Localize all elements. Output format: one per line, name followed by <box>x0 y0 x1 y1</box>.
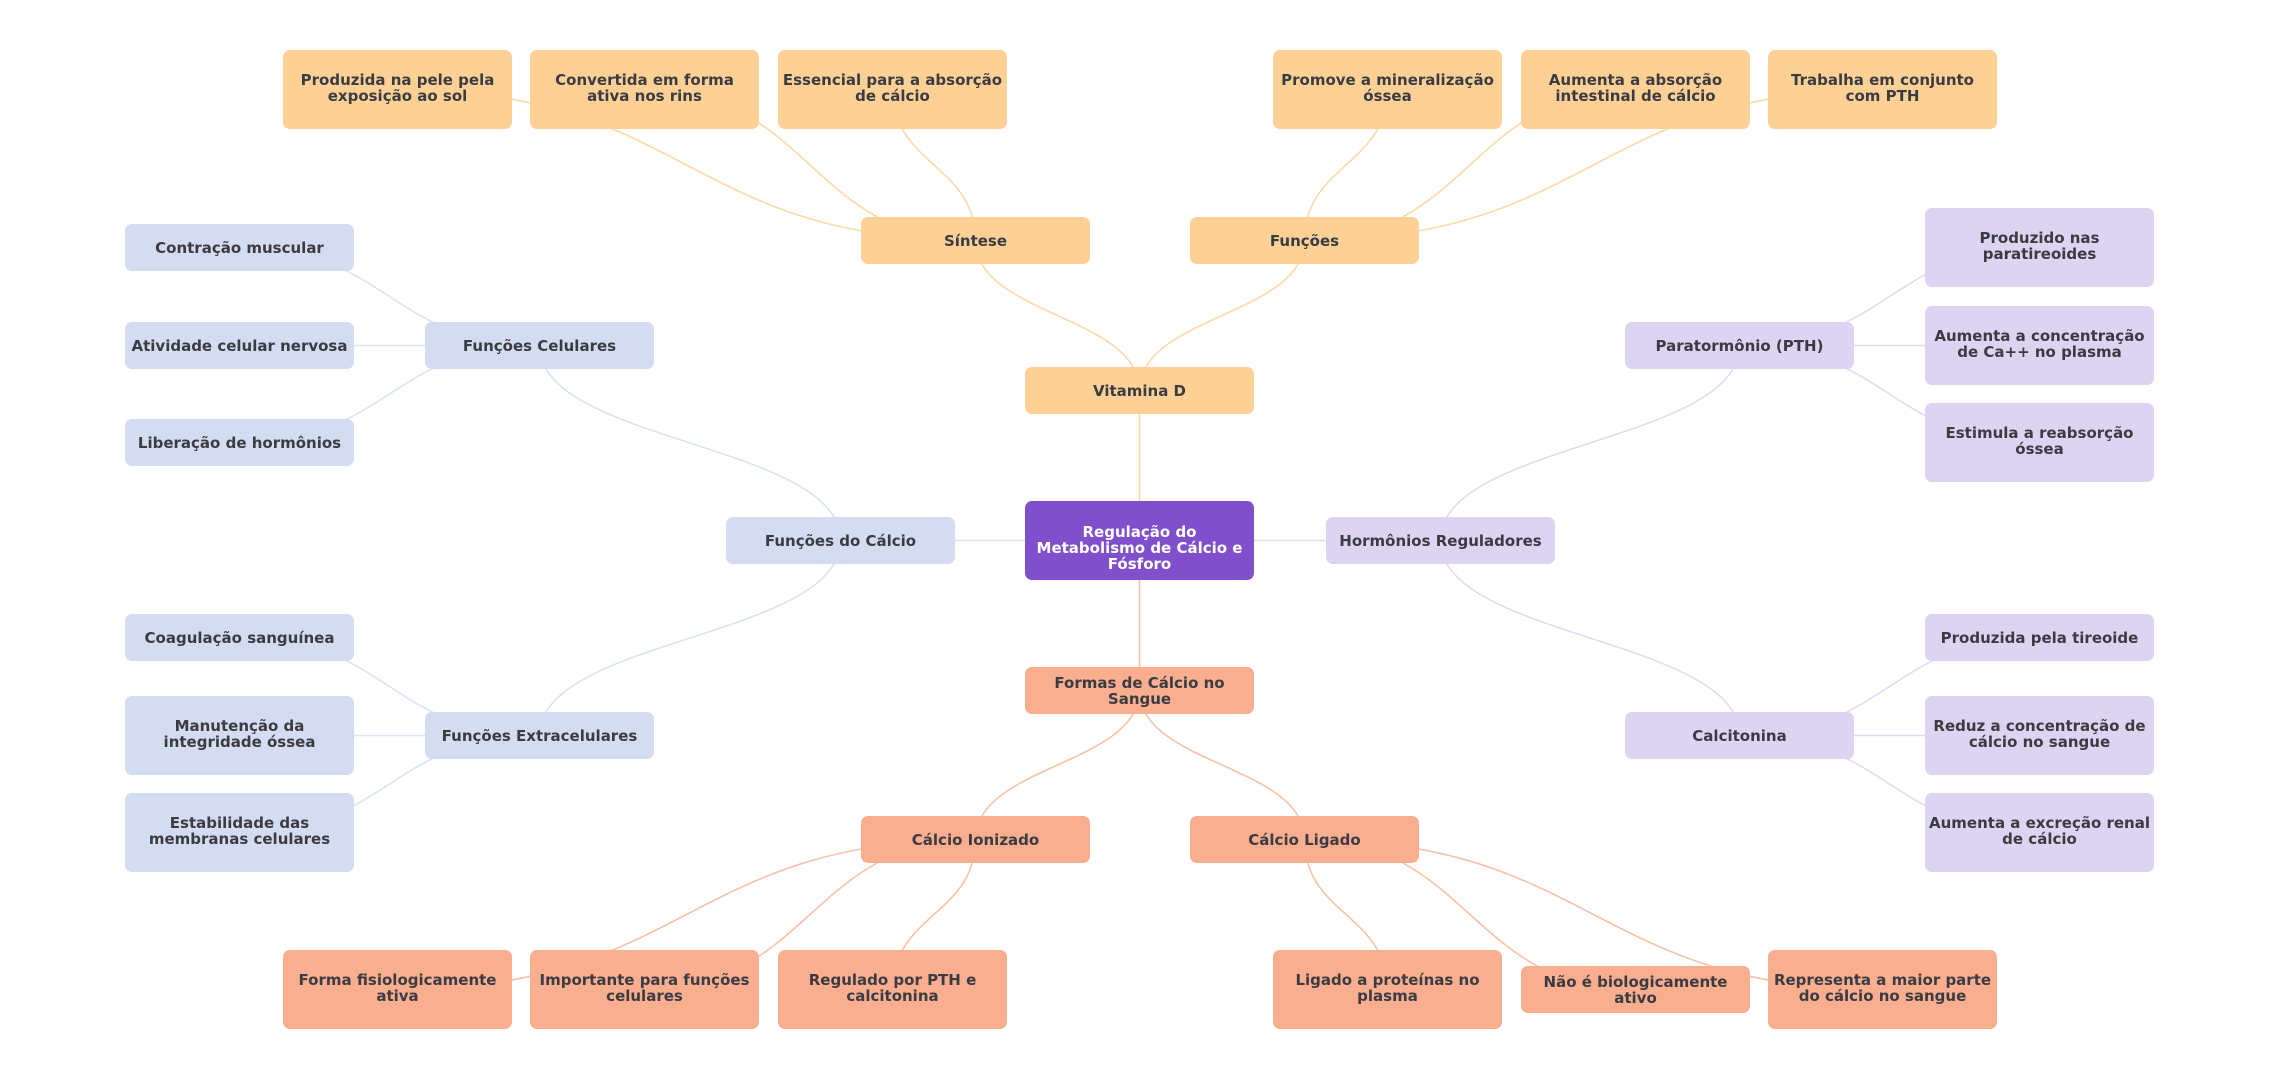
node-sintese-convertida-rins[interactable]: Convertida em forma ativa nos rins <box>530 50 759 129</box>
node-label: Aumenta a concentração de Ca++ no plasma <box>1934 327 2145 361</box>
node-calcitonina-excrecao[interactable]: Aumenta a excreção renal de cálcio <box>1925 793 2154 872</box>
node-label: Cálcio Ionizado <box>911 830 1040 849</box>
node-ionizado-funcoes[interactable]: Importante para funções celulares <box>530 950 759 1029</box>
node-ionizado-regulado[interactable]: Regulado por PTH e calcitonina <box>778 950 1007 1029</box>
node-label: Funções Extracelulares <box>441 726 638 745</box>
node-formas-calcio-sangue[interactable]: Formas de Cálcio no Sangue <box>1025 667 1254 714</box>
node-label: Essencial para a absorção de cálcio <box>782 71 1003 105</box>
connector-vitamina_d-funcoes <box>1138 240 1306 391</box>
node-paratormonio[interactable]: Paratormônio (PTH) <box>1625 322 1854 369</box>
node-label: Promove a mineralização óssea <box>1281 71 1494 105</box>
node-sintese-produzida-pele[interactable]: Produzida na pele pela exposição ao sol <box>283 50 512 129</box>
connector-funcoes_calcio-extracelulares <box>538 540 842 736</box>
node-sintese-absorcao-calcio[interactable]: Essencial para a absorção de cálcio <box>778 50 1007 129</box>
node-label: Trabalha em conjunto com PTH <box>1790 71 1974 105</box>
node-calcitonina[interactable]: Calcitonina <box>1625 712 1854 759</box>
node-funcoes-extracelulares[interactable]: Funções Extracelulares <box>425 712 654 759</box>
node-contracao-muscular[interactable]: Contração muscular <box>125 224 354 271</box>
node-label: Aumenta a excreção renal de cálcio <box>1929 814 2150 848</box>
node-funcoes-conjunto-pth[interactable]: Trabalha em conjunto com PTH <box>1768 50 1997 129</box>
node-label: Produzido nas paratireoides <box>1979 229 2100 263</box>
node-label: Síntese <box>943 231 1008 250</box>
node-calcio-ligado[interactable]: Cálcio Ligado <box>1190 816 1419 863</box>
node-ligado-maior-parte[interactable]: Representa a maior parte do cálcio no sa… <box>1768 950 1997 1029</box>
node-funcoes-mineralizacao[interactable]: Promove a mineralização óssea <box>1273 50 1502 129</box>
node-pth-concentracao[interactable]: Aumenta a concentração de Ca++ no plasma <box>1925 306 2154 385</box>
node-calcitonina-tireoide[interactable]: Produzida pela tireoide <box>1925 614 2154 661</box>
node-label: Regulado por PTH e calcitonina <box>808 971 977 1005</box>
node-label: Forma fisiologicamente ativa <box>298 971 497 1005</box>
node-label: Ligado a proteínas no plasma <box>1295 971 1480 1005</box>
node-label: Funções Celulares <box>462 336 617 355</box>
node-label: Funções do Cálcio <box>764 531 917 550</box>
node-label: Não é biologicamente ativo <box>1543 972 1728 1007</box>
node-calcio-ionizado[interactable]: Cálcio Ionizado <box>861 816 1090 863</box>
connector-hormonios-pth <box>1439 345 1741 541</box>
connector-formas-ionizado <box>974 690 1141 840</box>
node-label: Aumenta a absorção intestinal de cálcio <box>1548 71 1723 105</box>
node-label: Convertida em forma ativa nos rins <box>555 71 734 105</box>
node-label: Produzida na pele pela exposição ao sol <box>300 71 495 105</box>
node-liberacao-hormonios[interactable]: Liberação de hormônios <box>125 419 354 466</box>
node-label: Contração muscular <box>155 238 324 257</box>
connector-hormonios-calcitonina <box>1439 540 1741 736</box>
node-pth-paratireoides[interactable]: Produzido nas paratireoides <box>1925 208 2154 287</box>
node-label: Funções <box>1269 231 1340 250</box>
node-funcoes-do-calcio[interactable]: Funções do Cálcio <box>726 517 955 564</box>
node-label: Importante para funções celulares <box>539 971 750 1005</box>
connector-vitamina_d-sintese <box>974 240 1141 391</box>
node-integridade-ossea[interactable]: Manutenção da integridade óssea <box>125 696 354 775</box>
node-estabilidade-membranas[interactable]: Estabilidade das membranas celulares <box>125 793 354 872</box>
node-label: Calcitonina <box>1692 726 1787 745</box>
node-label: Reduz a concentração de cálcio no sangue <box>1933 717 2146 751</box>
node-calcitonina-reduz[interactable]: Reduz a concentração de cálcio no sangue <box>1925 696 2154 775</box>
connector-funcoes_calcio-celulares <box>538 345 842 541</box>
node-label: Estabilidade das membranas celulares <box>148 814 331 848</box>
node-vitamina-d[interactable]: Vitamina D <box>1025 367 1254 414</box>
node-funcoes[interactable]: Funções <box>1190 217 1419 264</box>
node-label: Formas de Cálcio no Sangue <box>1054 673 1225 708</box>
node-hormonios-reguladores[interactable]: Hormônios Reguladores <box>1326 517 1555 564</box>
node-atividade-nervosa[interactable]: Atividade celular nervosa <box>125 322 354 369</box>
node-label: Representa a maior parte do cálcio no sa… <box>1773 971 1992 1005</box>
root-node-label: Regulação do Metabolismo de Cálcio e Fós… <box>1036 523 1243 573</box>
node-ionizado-ativa[interactable]: Forma fisiologicamente ativa <box>283 950 512 1029</box>
node-funcoes-celulares[interactable]: Funções Celulares <box>425 322 654 369</box>
node-funcoes-absorcao-intestinal[interactable]: Aumenta a absorção intestinal de cálcio <box>1521 50 1750 129</box>
root-node[interactable]: Regulação do Metabolismo de Cálcio e Fós… <box>1025 501 1254 580</box>
node-coagulacao[interactable]: Coagulação sanguínea <box>125 614 354 661</box>
node-label: Estimula a reabsorção óssea <box>1945 424 2134 458</box>
node-label: Hormônios Reguladores <box>1339 531 1542 550</box>
node-label: Atividade celular nervosa <box>131 336 348 355</box>
connector-formas-ligado <box>1138 690 1306 840</box>
node-label: Coagulação sanguínea <box>144 628 335 647</box>
node-sintese[interactable]: Síntese <box>861 217 1090 264</box>
node-pth-reabsorcao[interactable]: Estimula a reabsorção óssea <box>1925 403 2154 482</box>
node-label: Liberação de hormônios <box>137 433 342 452</box>
node-label: Manutenção da integridade óssea <box>163 717 316 751</box>
node-label: Paratormônio (PTH) <box>1655 336 1824 355</box>
node-label: Produzida pela tireoide <box>1940 628 2139 647</box>
node-label: Vitamina D <box>1092 381 1187 400</box>
node-label: Cálcio Ligado <box>1248 830 1361 849</box>
node-ligado-proteinas[interactable]: Ligado a proteínas no plasma <box>1273 950 1502 1029</box>
node-ligado-nao-ativo[interactable]: Não é biologicamente ativo <box>1521 966 1750 1013</box>
